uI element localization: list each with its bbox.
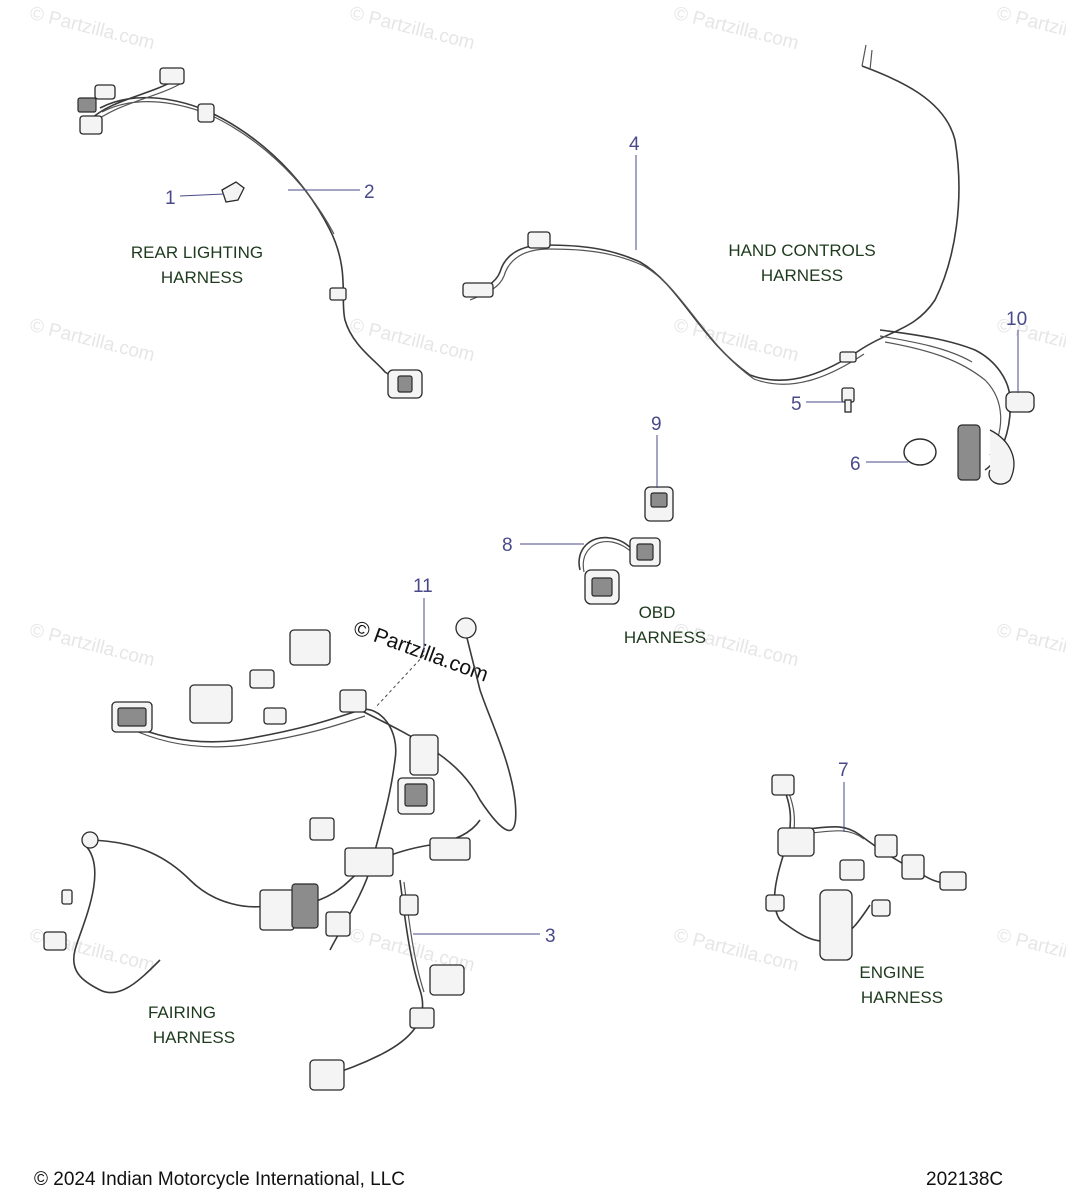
label-line-1: OBD [638,603,676,622]
rear-lighting-harness[interactable] [77,67,423,399]
hand-controls-harness[interactable] [462,44,1015,485]
part-9-connector[interactable] [644,486,674,522]
callout-10[interactable]: 10 [1006,309,1027,330]
label-line-1: HAND CONTROLS [728,241,876,260]
label-line-1: FAIRING [147,1003,216,1022]
callout-4[interactable]: 4 [629,134,640,155]
part-1-clip[interactable] [221,181,245,203]
callout-9[interactable]: 9 [651,414,662,435]
callout-5[interactable]: 5 [791,394,802,415]
label-engine-harness: ENGINE HARNESS [842,960,962,1010]
label-obd-harness: OBD HARNESS [605,600,725,650]
part-6-tie-strap[interactable] [903,438,937,466]
fairing-harness[interactable] [43,617,517,1091]
label-line-1: REAR LIGHTING [130,243,264,262]
callout-6[interactable]: 6 [850,454,861,475]
part-10-clip[interactable] [1005,391,1035,413]
diagram-id: 202138C [926,1169,1004,1190]
label-line-2: HARNESS [160,268,244,287]
callout-7[interactable]: 7 [838,760,849,781]
leader-1 [179,193,225,197]
label-line-1: ENGINE [859,963,925,982]
engine-harness[interactable] [765,774,967,961]
label-fairing-harness: FAIRING HARNESS [134,1000,254,1050]
label-hand-controls-harness: HAND CONTROLS HARNESS [712,238,892,288]
callout-8[interactable]: 8 [502,535,513,556]
obd-harness[interactable] [578,536,661,605]
label-line-2: HARNESS [860,988,944,1007]
callout-11[interactable]: 11 [413,576,433,597]
label-line-2: HARNESS [623,628,707,647]
label-line-2: HARNESS [152,1028,236,1047]
label-rear-lighting-harness: REAR LIGHTING HARNESS [112,240,282,290]
copyright-notice: © 2024 Indian Motorcycle International, … [34,1169,405,1190]
callout-3[interactable]: 3 [545,926,556,947]
label-line-2: HARNESS [760,266,844,285]
callout-2[interactable]: 2 [364,182,375,203]
leader-11-dashed [374,654,425,709]
part-5-fastener[interactable] [841,387,855,413]
callout-1[interactable]: 1 [165,188,176,209]
